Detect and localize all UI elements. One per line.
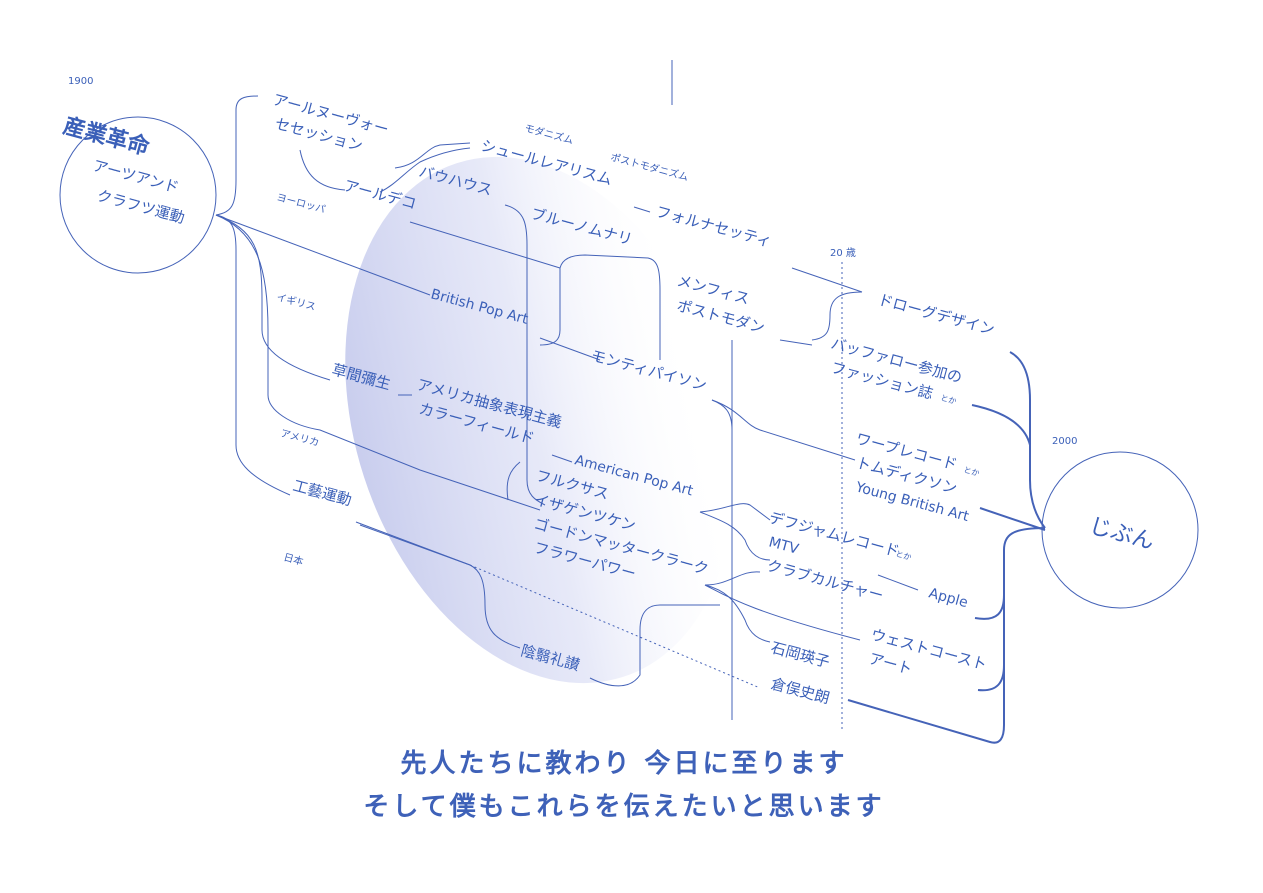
branch-europe bbox=[215, 214, 431, 296]
node-kuramata: 倉俣史朗 bbox=[769, 674, 832, 707]
bold-kuramata bbox=[847, 560, 1005, 744]
postmodern-link bbox=[779, 339, 813, 346]
branch-uk bbox=[215, 214, 331, 381]
branch-japan bbox=[359, 524, 521, 649]
bundle-a bbox=[711, 399, 856, 461]
region-japan: 日本 bbox=[282, 550, 305, 568]
deco-link bbox=[409, 221, 561, 269]
age-marker: 20 歳 bbox=[830, 247, 856, 259]
node-kogei: 工藝運動 bbox=[291, 476, 354, 509]
node-west-coast-2: アート bbox=[867, 649, 914, 678]
toka-defjam: とか bbox=[894, 549, 912, 562]
bundle-c bbox=[699, 511, 771, 561]
era-postmodernism: ポストモダニズム bbox=[609, 150, 690, 183]
arts-to-surrealism bbox=[394, 142, 471, 169]
goal-title: じぶん bbox=[1086, 514, 1156, 555]
pop-fluxus bbox=[506, 461, 521, 501]
node-apple: Apple bbox=[927, 585, 970, 611]
node-club: クラブカルチャー bbox=[765, 556, 885, 604]
inei-path bbox=[589, 604, 720, 687]
region-uk: イギリス bbox=[275, 291, 317, 313]
abstract-pop bbox=[551, 454, 573, 463]
node-art-deco: アールデコ bbox=[342, 176, 418, 213]
caption-line1: 先人たちに教わり 今日に至ります bbox=[400, 748, 847, 779]
region-europe: ヨーロッパ bbox=[275, 191, 326, 216]
node-droog: ドローグデザイン bbox=[876, 290, 997, 338]
node-fornasetti: フォルナセッティ bbox=[654, 202, 774, 250]
munari-link bbox=[559, 254, 661, 360]
root-circle bbox=[59, 116, 217, 274]
kogei-japan bbox=[355, 521, 471, 566]
munari-stem bbox=[539, 268, 561, 346]
apple-link bbox=[877, 574, 919, 591]
surrealism-fornasetti bbox=[633, 206, 651, 213]
bundle-b bbox=[699, 503, 771, 521]
bauhaus-stem bbox=[504, 204, 546, 506]
bold-fashion bbox=[971, 404, 1031, 446]
bold-droog bbox=[1009, 351, 1046, 529]
secession-link bbox=[299, 149, 346, 191]
node-mtv: MTV bbox=[767, 534, 801, 557]
droog-bracket bbox=[811, 291, 863, 341]
british-pop-monty bbox=[539, 337, 601, 361]
root-title: 産業革命 bbox=[60, 113, 153, 161]
bold-yba bbox=[979, 507, 1046, 531]
node-ishioka: 石岡瑛子 bbox=[769, 638, 832, 671]
bundle-e bbox=[704, 584, 861, 641]
toka-warp: とか bbox=[962, 465, 980, 478]
era-modernism: モダニズム bbox=[523, 121, 575, 146]
bundle-d bbox=[704, 584, 771, 643]
caption-line2: そして僕もこれらを伝えたいと思います bbox=[363, 792, 884, 822]
region-us: アメリカ bbox=[279, 427, 320, 449]
fornasetti-droog bbox=[791, 267, 863, 293]
bundle-f bbox=[704, 571, 761, 586]
bauhaus-bracket bbox=[379, 147, 471, 193]
toka-buffalo: とか bbox=[939, 393, 957, 406]
bold-apple bbox=[974, 527, 1046, 620]
year-start: 1900 bbox=[68, 76, 93, 87]
year-end: 2000 bbox=[1052, 436, 1077, 447]
gradient-halo bbox=[345, 156, 735, 684]
branch-us bbox=[215, 214, 541, 511]
